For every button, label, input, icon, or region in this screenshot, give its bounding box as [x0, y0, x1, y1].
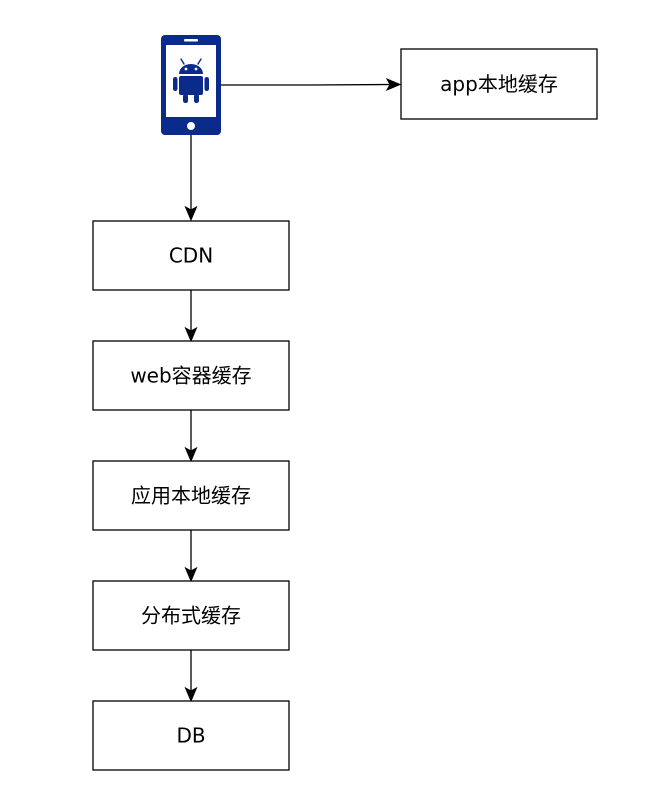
edge-cdn-to-web-cache — [184, 290, 198, 343]
edge-distributed-cache-to-db — [184, 650, 198, 703]
robot-eye-right — [194, 67, 198, 71]
android-robot-icon — [173, 58, 209, 103]
phone-speaker — [184, 39, 198, 42]
node-cdn: CDN — [92, 220, 290, 291]
edge-phone-to-app-cache — [221, 77, 402, 92]
node-app-cache-label: app本地缓存 — [440, 72, 558, 96]
node-app-cache: app本地缓存 — [400, 48, 598, 120]
node-db-label: DB — [176, 724, 205, 748]
node-web-cache: web容器缓存 — [92, 340, 290, 411]
phone-home-button — [187, 122, 195, 130]
node-app-local-cache-label: 应用本地缓存 — [131, 484, 251, 508]
node-distributed-cache: 分布式缓存 — [92, 580, 290, 651]
node-cdn-label: CDN — [169, 244, 213, 268]
node-db: DB — [92, 700, 290, 771]
robot-eye-left — [184, 67, 188, 71]
node-app-local-cache: 应用本地缓存 — [92, 460, 290, 531]
edge-app-local-cache-to-distributed-cache — [184, 530, 198, 583]
android-phone-icon — [161, 35, 221, 135]
edge-phone-to-cdn — [184, 135, 198, 222]
edge-web-cache-to-app-local-cache — [184, 410, 198, 463]
node-web-cache-label: web容器缓存 — [130, 364, 251, 388]
node-distributed-cache-label: 分布式缓存 — [141, 604, 241, 628]
